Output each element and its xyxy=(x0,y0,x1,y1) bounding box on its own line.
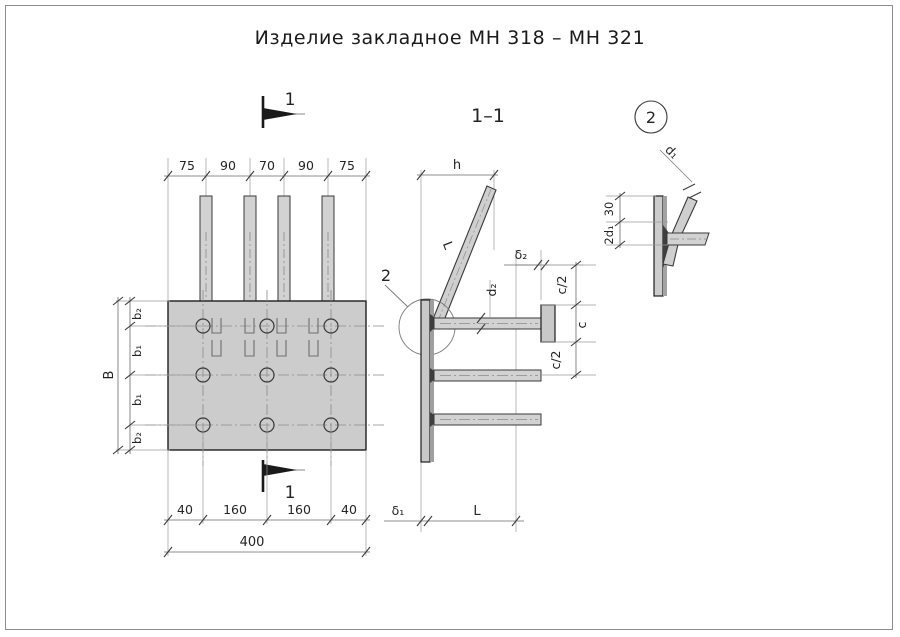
plan-rod-2 xyxy=(243,195,257,303)
section-label-bottom: 1 xyxy=(285,483,296,503)
plan-top-dim-1: 75 xyxy=(179,158,195,173)
detail-label: 2 xyxy=(646,108,656,127)
section-dim-L-rod: L xyxy=(439,240,456,253)
plan-left-dim-b1-upper: b₁ xyxy=(130,345,144,357)
detail-bent-rod xyxy=(662,196,698,267)
plan-left-dim-ticks xyxy=(112,296,136,455)
section-base-plate xyxy=(420,299,431,463)
section-1-1-view: 1–1 h L xyxy=(381,105,596,532)
section-bottom-dim-ticks xyxy=(416,515,521,527)
section-anchor-rod-2 xyxy=(433,369,542,382)
plan-bent-rod-footprints xyxy=(211,318,319,357)
plan-bottom-dim-3: 160 xyxy=(287,502,311,517)
plan-left-dim-b1-lower: b₁ xyxy=(130,394,144,406)
section-dim-delta1: δ₁ xyxy=(392,503,405,518)
detail-dim-d1-ticks xyxy=(682,183,702,199)
plan-vertical-rods xyxy=(199,195,335,303)
section-label-top: 1 xyxy=(285,90,296,110)
plan-left-extension-lines xyxy=(116,300,205,451)
section-dim-h: h xyxy=(453,158,461,173)
section-dim-c: c xyxy=(574,321,589,328)
section-marker-top xyxy=(261,96,305,128)
detail-dim-d1-leader xyxy=(659,149,693,183)
plan-left-dim-b2-bottom: b₂ xyxy=(130,432,144,444)
plan-bottom-dim-1: 40 xyxy=(177,502,193,517)
plan-rod-3 xyxy=(277,195,291,303)
detail-left-extension-lines xyxy=(606,195,668,246)
section-right-dim-ticks xyxy=(570,260,582,380)
plan-view: 1 75 90 70 90 xyxy=(102,90,384,558)
plan-top-dim-3: 70 xyxy=(259,158,275,173)
section-detail-callout-leader xyxy=(384,284,409,308)
plan-top-extension-lines xyxy=(167,158,367,300)
plan-rod-1 xyxy=(199,195,213,303)
plan-bottom-extension-lines xyxy=(167,430,367,556)
plan-top-dim-4: 90 xyxy=(298,158,314,173)
section-dim-h-ticks xyxy=(416,169,499,181)
plan-overall-dim-400: 400 xyxy=(240,535,265,550)
plan-bottom-dim-4: 40 xyxy=(341,502,357,517)
section-inclined-rod xyxy=(432,185,497,324)
plan-overall-dim-ticks xyxy=(163,546,371,558)
section-view-title: 1–1 xyxy=(471,105,505,127)
plan-top-dim-5: 75 xyxy=(339,158,355,173)
plan-left-dim-b2-top: b₂ xyxy=(130,308,144,320)
plan-bottom-dim-ticks xyxy=(163,514,371,526)
section-anchor-rod-3 xyxy=(433,413,542,426)
page-title: Изделие закладное МН 318 – МН 321 xyxy=(254,27,646,49)
section-right-extension-lines xyxy=(541,264,596,376)
plan-left-dim-B: B xyxy=(102,371,117,380)
detail-dim-30: 30 xyxy=(602,202,616,217)
plan-top-dim-ticks xyxy=(163,170,371,182)
detail-left-dim-ticks xyxy=(614,191,626,250)
section-dim-c-half-bottom: c/2 xyxy=(548,350,563,369)
detail-dim-d1: d₁ xyxy=(662,142,682,162)
section-marker-bottom xyxy=(261,460,305,492)
detail-dim-2d1: 2d₁ xyxy=(602,225,616,244)
plan-rod-4 xyxy=(321,195,335,303)
plan-anchor-circles xyxy=(195,318,339,433)
detail-label-circle xyxy=(634,100,668,134)
section-dim-d2-ticks xyxy=(476,312,486,335)
section-dim-L-bottom: L xyxy=(473,504,481,519)
detail-plate xyxy=(653,195,664,297)
section-dim-delta2: δ₂ xyxy=(515,247,528,262)
section-anchor-rod-1 xyxy=(433,304,556,343)
plan-top-dim-2: 90 xyxy=(220,158,236,173)
section-dim-c-half-top: c/2 xyxy=(554,275,569,294)
section-dim-d2: d₂ xyxy=(484,284,499,297)
sheet-border-frame xyxy=(5,5,893,630)
detail-2-view: 2 d₁ xyxy=(602,100,710,297)
section-detail-callout-label: 2 xyxy=(381,266,391,285)
plan-bottom-dim-2: 160 xyxy=(223,502,247,517)
